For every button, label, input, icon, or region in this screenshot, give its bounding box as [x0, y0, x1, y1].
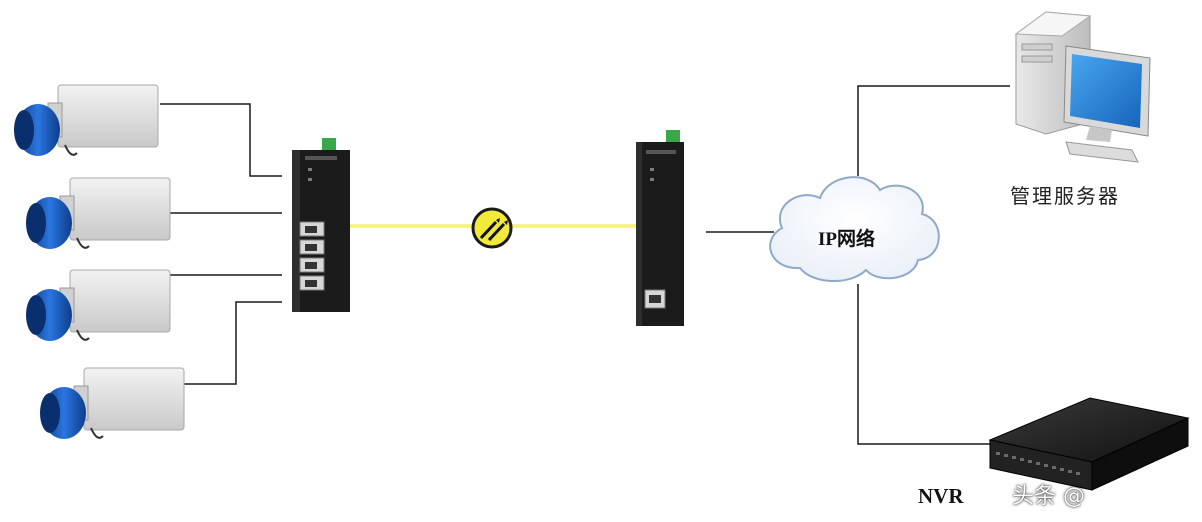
- nvr-label: NVR: [918, 484, 964, 508]
- fiber-media-converter-icon: [636, 130, 684, 326]
- ip-camera-icon: [40, 367, 185, 439]
- cloud-links: [857, 85, 1010, 445]
- fiber-link-icon: [471, 207, 513, 249]
- nvr-recorder-icon: [988, 397, 1190, 491]
- cloud-label: IP网络: [818, 229, 876, 250]
- watermark: 头条 @: [1012, 484, 1085, 509]
- desktop-computer-icon: [1014, 11, 1151, 163]
- ip-camera-icon: [14, 84, 159, 156]
- server-label: 管理服务器: [1010, 184, 1120, 208]
- industrial-switch-icon: [292, 138, 350, 312]
- cloud-icon: [769, 176, 940, 283]
- camera-wires: [160, 103, 282, 385]
- ip-camera-icon: [26, 177, 171, 249]
- ip-camera-icon: [26, 269, 171, 341]
